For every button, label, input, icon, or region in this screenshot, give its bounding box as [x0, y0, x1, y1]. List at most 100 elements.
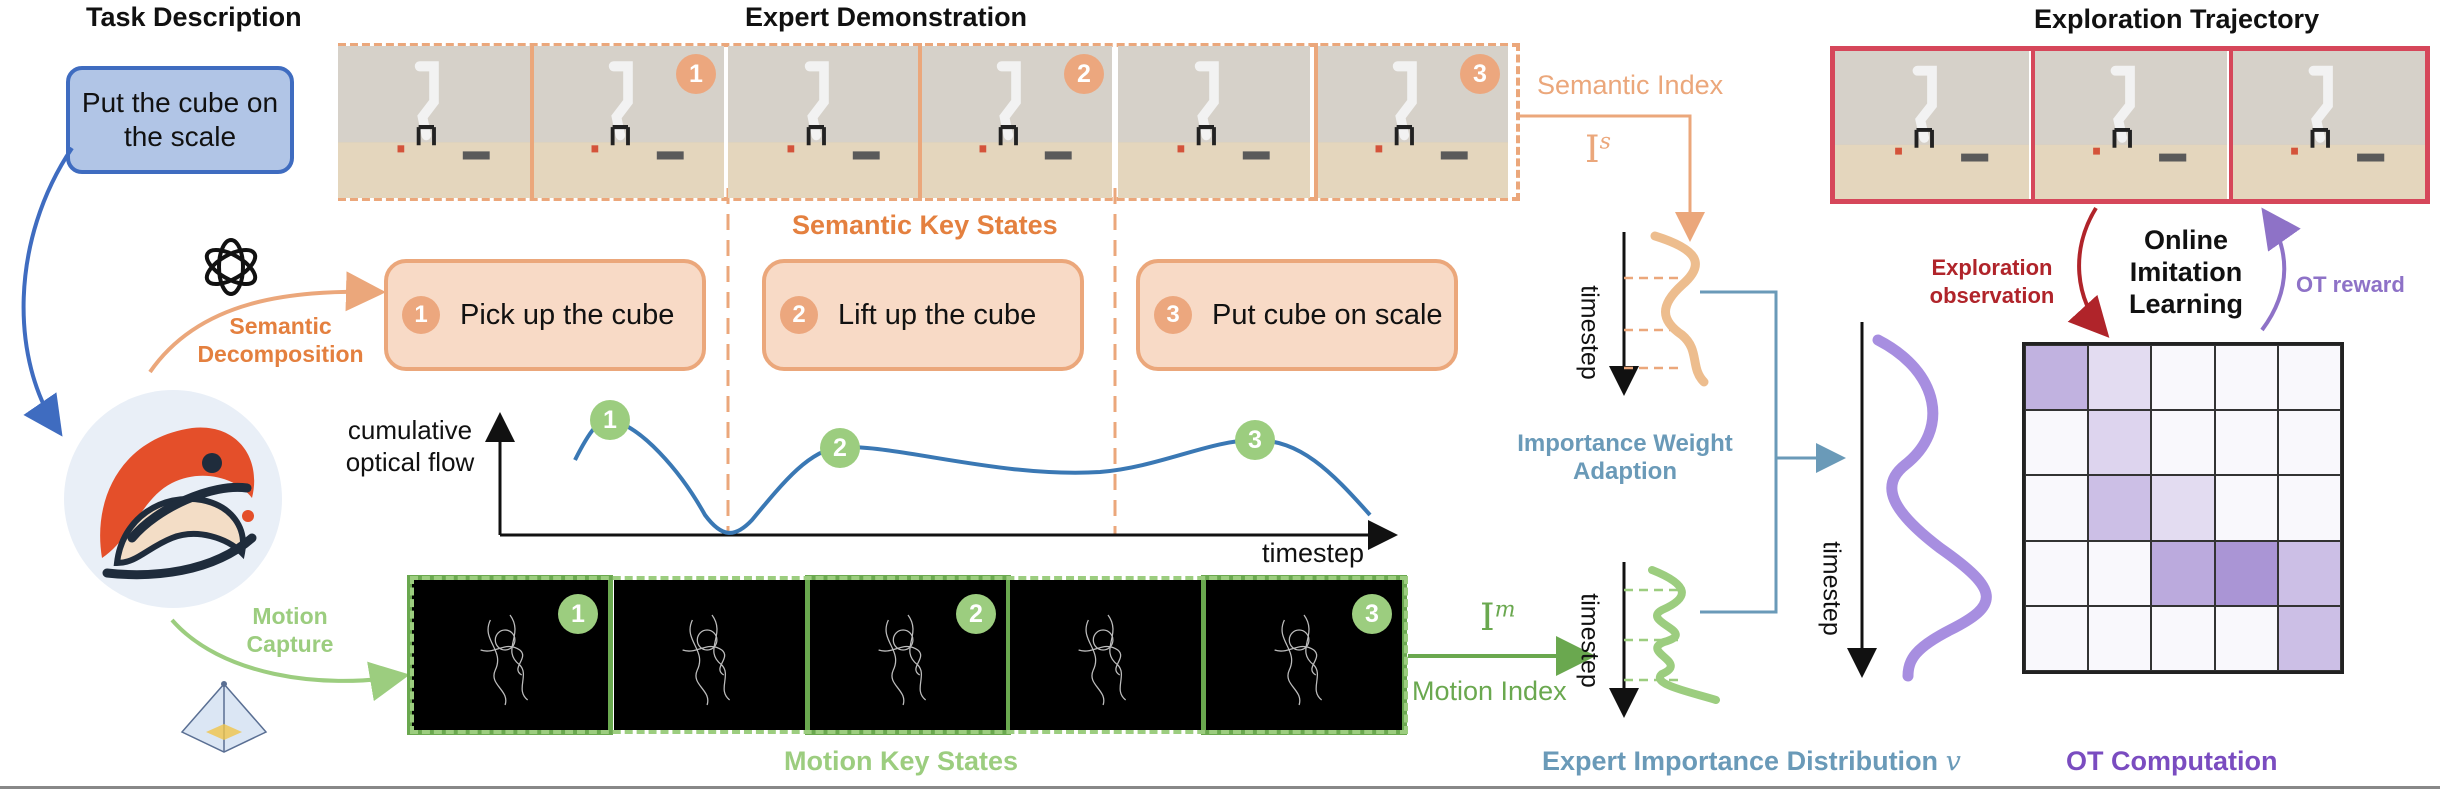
ot-cell [2277, 345, 2341, 411]
semantic-index-curve [1650, 231, 1709, 387]
ot-reward-arrow [2260, 207, 2301, 332]
motion-index-curve [1648, 566, 1720, 704]
ot-cell [2025, 540, 2089, 606]
ot-cell [2277, 540, 2341, 606]
demo-frame-5 [1118, 46, 1310, 198]
demo-divider [530, 43, 534, 201]
semantic-key-states-label: Semantic Key States [792, 210, 1058, 240]
motion-index-symbol: Im [1480, 596, 1516, 639]
flow-marker-1: 1 [590, 400, 630, 440]
exploration-trajectory-title: Exploration Trajectory [2034, 4, 2320, 34]
exploration-observation-arrow [2067, 206, 2110, 338]
demo-frame-badge: 3 [1460, 54, 1500, 94]
semantic-weight-connector [1700, 290, 1778, 458]
motion-frame-badge: 3 [1352, 594, 1392, 634]
flow-ylabel: cumulative optical flow [345, 415, 475, 477]
motion-frame-2 [614, 580, 810, 730]
flow-marker-3: 3 [1235, 420, 1275, 460]
bottom-rule [0, 786, 2440, 789]
ot-cell [2277, 605, 2341, 671]
semantic-index-symbol: Is [1585, 128, 1611, 171]
motion-key-states-label: Motion Key States [784, 746, 1019, 776]
motion-frame-5: 3 [1201, 575, 1407, 735]
motion-capture-arrow [170, 618, 410, 702]
step-3-badge: 3 [1154, 296, 1192, 334]
ot-computation-label: OT Computation [2066, 746, 2278, 776]
importance-distribution-label: Expert Importance Distribution v [1542, 746, 1961, 777]
pyramid-icon [180, 681, 268, 753]
ot-cell [2088, 540, 2152, 606]
ot-cell [2088, 605, 2152, 671]
motion-index-label: Motion Index [1412, 676, 1567, 706]
importance-curve [1872, 334, 1992, 682]
semantic-decomposition-label: Semantic Decomposition [197, 313, 364, 367]
motion-timestep-label: timestep [1575, 593, 1604, 688]
exploration-frame-3 [2231, 51, 2425, 199]
openai-logo-icon [204, 238, 258, 296]
ot-cell [2214, 410, 2278, 476]
demo-frame-4: 2 [920, 46, 1112, 198]
motion-frame-badge: 1 [558, 594, 598, 634]
motion-frame-4 [1010, 580, 1206, 730]
ot-cell [2151, 540, 2215, 606]
ot-cell [2151, 410, 2215, 476]
ot-cell [2025, 605, 2089, 671]
importance-adaption-label: Importance Weight Adaption [1517, 430, 1733, 485]
task-text: Put the cube on the scale [81, 87, 279, 152]
ot-cell [2277, 475, 2341, 541]
ot-cell [2025, 345, 2089, 411]
demo-frame-badge: 1 [676, 54, 716, 94]
demo-frame-3 [728, 46, 920, 198]
step-pick-up: 1 Pick up the cube [384, 259, 706, 371]
step-put-on-scale: 3 Put cube on scale [1136, 259, 1458, 371]
task-box: Put the cube on the scale [66, 66, 294, 174]
demo-divider [918, 43, 922, 201]
step-2-badge: 2 [780, 296, 818, 334]
ot-cell [2151, 475, 2215, 541]
exploration-divider [2031, 46, 2035, 204]
demo-frame-badge: 2 [1064, 54, 1104, 94]
ot-cell [2151, 605, 2215, 671]
task-description-title: Task Description [86, 2, 302, 32]
ot-reward-label: OT reward [2296, 272, 2405, 297]
semantic-index-arrow [1520, 114, 1705, 242]
ot-cell [2088, 410, 2152, 476]
demo-frame-2: 1 [532, 46, 724, 198]
semantic-decomposition-arrow [148, 271, 386, 374]
step-1-text: Pick up the cube [460, 298, 675, 331]
exploration-observation-label: Exploration observation [1929, 255, 2055, 308]
flow-xlabel: timestep [1262, 538, 1365, 568]
expert-importance-distribution [1847, 322, 1992, 682]
importance-distribution-symbol: v [1945, 746, 1961, 777]
flow-marker-2: 2 [820, 428, 860, 468]
motion-distribution [1609, 562, 1720, 718]
motion-strip [410, 576, 1408, 734]
motion-frame-3: 2 [805, 575, 1011, 735]
task-to-logo-arrow [21, 146, 74, 437]
step-1-badge: 1 [402, 296, 440, 334]
demo-divider [1314, 43, 1318, 201]
motion-weight-connector [1700, 458, 1778, 614]
demo-frame-6: 3 [1316, 46, 1508, 198]
motion-frame-badge: 2 [956, 594, 996, 634]
motion-frame-1: 1 [407, 575, 613, 735]
ot-cell [2088, 475, 2152, 541]
fish-logo-icon [64, 390, 282, 608]
ot-cell [2088, 345, 2152, 411]
ot-cell [2214, 475, 2278, 541]
exploration-divider [2229, 46, 2233, 204]
ot-cell [2214, 605, 2278, 671]
exploration-strip [1830, 46, 2430, 204]
ot-matrix [2022, 342, 2344, 674]
ot-cell [2151, 345, 2215, 411]
motion-capture-label: Motion Capture [246, 603, 334, 657]
step-lift-up: 2 Lift up the cube [762, 259, 1084, 371]
step-2-text: Lift up the cube [838, 298, 1037, 331]
online-il-title: Online Imitation Learning [2128, 225, 2243, 319]
exploration-frame-2 [2033, 51, 2227, 199]
importance-timestep-label: timestep [1817, 541, 1846, 636]
step-3-text: Put cube on scale [1212, 298, 1443, 331]
semantic-timestep-label: timestep [1575, 285, 1604, 380]
ot-cell [2025, 475, 2089, 541]
ot-cell [2214, 540, 2278, 606]
